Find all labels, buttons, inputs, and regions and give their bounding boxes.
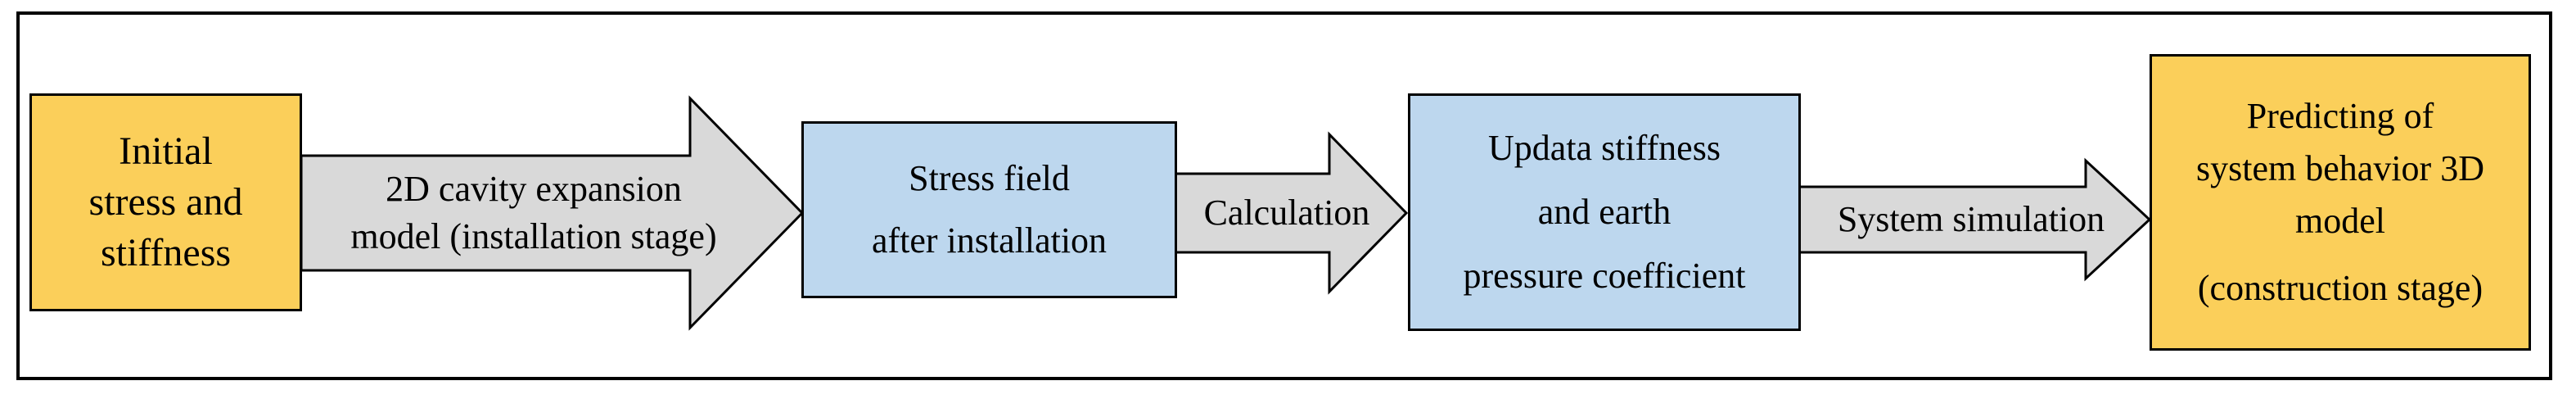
cavity-label-line-1: 2D cavity expansion <box>386 169 682 209</box>
predicting-behavior-box: Predicting of system behavior 3D model (… <box>2150 54 2531 351</box>
initial-stress-line-3: stiffness <box>100 231 232 274</box>
update-line-2: and earth <box>1537 192 1671 232</box>
cavity-label-line-2: model (installation stage) <box>350 216 717 256</box>
arrow-simulation-label: System simulation <box>1799 187 2143 252</box>
arrow-calculation-label: Calculation <box>1177 174 1396 252</box>
predicting-line-3: model <box>2295 201 2385 241</box>
diagram-frame <box>16 11 2552 380</box>
stress-field-line-1: Stress field <box>909 158 1070 198</box>
predicting-line-4: (construction stage) <box>2197 268 2484 308</box>
calculation-label-line-1: Calculation <box>1203 193 1370 233</box>
predicting-line-1: Predicting of <box>2246 96 2434 136</box>
simulation-label-line-1: System simulation <box>1837 199 2105 239</box>
arrow-cavity-label: 2D cavity expansion model (installation … <box>305 156 763 270</box>
stress-field-line-2: after installation <box>871 220 1108 261</box>
predicting-line-2: system behavior 3D <box>2196 148 2484 188</box>
update-stiffness-box: Updata stiffness and earth pressure coef… <box>1408 93 1801 331</box>
initial-stress-line-1: Initial <box>119 129 213 173</box>
arrow-system-simulation <box>1798 157 2152 282</box>
update-line-3: pressure coefficient <box>1463 256 1746 296</box>
initial-stress-line-2: stress and <box>88 180 243 224</box>
stress-field-box: Stress field after installation <box>801 121 1177 298</box>
update-line-1: Updata stiffness <box>1488 128 1721 168</box>
arrow-calculation <box>1174 131 1409 295</box>
arrow-cavity-expansion <box>300 95 805 331</box>
initial-stress-box: Initial stress and stiffness <box>29 93 302 311</box>
